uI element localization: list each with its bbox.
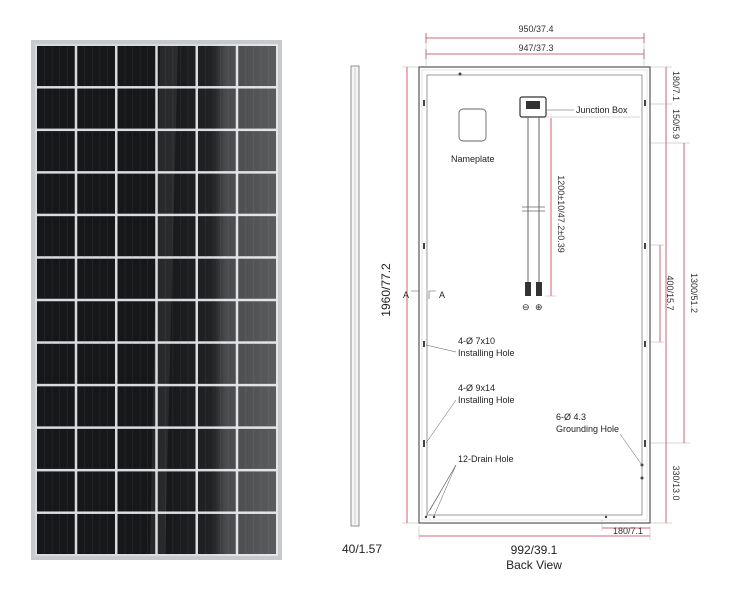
grounding-hole bbox=[640, 476, 644, 480]
drain-hole bbox=[424, 515, 428, 519]
back-frame-outer bbox=[418, 66, 651, 524]
installing-hole bbox=[423, 243, 425, 249]
height-dimension: 1960/77.2 bbox=[379, 263, 393, 317]
solar-cell bbox=[37, 513, 75, 554]
drain-hole bbox=[432, 515, 436, 519]
bottom-dimensions: 180/7.1 992/39.1 Back View bbox=[418, 520, 651, 572]
solar-cell bbox=[117, 513, 156, 554]
solar-cell bbox=[77, 301, 115, 342]
solar-cell bbox=[117, 216, 156, 257]
junction-box-label: Junction Box bbox=[576, 105, 628, 115]
solar-cell bbox=[77, 343, 115, 384]
solar-cell bbox=[117, 428, 156, 469]
outer-width-dimension: 950/37.4 bbox=[518, 24, 553, 34]
section-a-right: A bbox=[439, 290, 445, 300]
inner-width-dimension: 947/37.3 bbox=[518, 43, 553, 53]
installing-hole bbox=[423, 100, 425, 106]
solar-cell bbox=[117, 131, 156, 172]
right-dimensions: 180/7.1 150/5.9 1300/51.2 400/15.7 330/1… bbox=[650, 66, 699, 524]
solar-cell bbox=[117, 258, 156, 299]
back-frame-inner bbox=[426, 74, 643, 516]
solar-cell bbox=[77, 46, 115, 87]
installing-hole bbox=[644, 243, 646, 249]
solar-cell bbox=[77, 216, 115, 257]
bottom-hole-offset-dimension: 180/7.1 bbox=[613, 526, 643, 536]
installing-hole bbox=[423, 440, 425, 447]
solar-cell bbox=[77, 258, 115, 299]
frame-span-dimension: 1300/51.2 bbox=[689, 273, 699, 313]
solar-cell bbox=[37, 386, 75, 427]
back-view: 950/37.4 947/37.3 180/7.1 150/5.9 1300/5… bbox=[402, 24, 699, 572]
callouts: 4-Ø 7x10 Installing Hole 4-Ø 9x14 Instal… bbox=[425, 336, 643, 517]
nameplate: Nameplate bbox=[451, 108, 495, 164]
solar-cell bbox=[117, 173, 156, 214]
view-title: Back View bbox=[506, 558, 562, 572]
top-hole-offset-dimension: 150/5.9 bbox=[671, 109, 681, 139]
solar-cell bbox=[117, 301, 156, 342]
installing-hole bbox=[644, 100, 646, 106]
plus-symbol: ⊕ bbox=[535, 302, 543, 312]
solar-cell bbox=[37, 88, 75, 129]
plus-connector bbox=[536, 282, 542, 296]
left-dimension bbox=[402, 66, 419, 524]
installing-hole-1-label: Installing Hole bbox=[458, 348, 515, 358]
installing-hole bbox=[423, 341, 425, 347]
grounding-hole bbox=[458, 72, 462, 76]
top-margin-dimension: 180/7.1 bbox=[671, 71, 681, 101]
installing-hole bbox=[644, 341, 646, 347]
solar-cell bbox=[37, 216, 75, 257]
solar-cell bbox=[117, 386, 156, 427]
solar-cell bbox=[37, 131, 75, 172]
glass-reflection-edge bbox=[150, 44, 178, 556]
solar-cell bbox=[37, 343, 75, 384]
nameplate-box bbox=[458, 108, 487, 142]
section-markers: A A bbox=[403, 290, 445, 300]
bottom-offset-dimension: 330/13.0 bbox=[671, 465, 681, 500]
solar-cell bbox=[37, 46, 75, 87]
side-view: 1960/77.2 40/1.57 bbox=[342, 65, 393, 556]
solar-cell bbox=[77, 173, 115, 214]
solar-cell bbox=[117, 471, 156, 512]
solar-cell bbox=[37, 173, 75, 214]
installing-hole-2-label: Installing Hole bbox=[458, 395, 515, 405]
solar-cell bbox=[37, 428, 75, 469]
section-a-left: A bbox=[403, 290, 409, 300]
solar-cell bbox=[37, 471, 75, 512]
grounding-hole-size: 6-Ø 4.3 bbox=[556, 412, 586, 422]
solar-cell bbox=[117, 46, 156, 87]
drain-hole bbox=[604, 515, 608, 519]
solar-cell bbox=[77, 88, 115, 129]
solar-cell bbox=[37, 301, 75, 342]
solar-cell bbox=[77, 471, 115, 512]
hole-span-dimension: 400/15.7 bbox=[665, 275, 675, 310]
installing-hole-2-size: 4-Ø 9x14 bbox=[458, 383, 495, 393]
minus-symbol: ⊖ bbox=[522, 302, 530, 312]
front-panel bbox=[31, 40, 282, 560]
solar-cell bbox=[77, 513, 115, 554]
top-dimensions: 950/37.4 947/37.3 bbox=[425, 24, 645, 67]
solar-cell bbox=[37, 258, 75, 299]
junction-box: ⊖ ⊕ Junction Box 1200±10/47.2±0.39 bbox=[519, 96, 640, 312]
minus-connector bbox=[525, 282, 531, 296]
grounding-hole-label: Grounding Hole bbox=[556, 424, 619, 434]
installing-hole-1-size: 4-Ø 7x10 bbox=[458, 336, 495, 346]
installing-hole bbox=[644, 440, 646, 447]
nameplate-label: Nameplate bbox=[451, 154, 495, 164]
thickness-dimension: 40/1.57 bbox=[342, 542, 382, 556]
solar-cell bbox=[77, 386, 115, 427]
solar-cell bbox=[77, 428, 115, 469]
solar-cell bbox=[117, 343, 156, 384]
drain-hole-label: 12-Drain Hole bbox=[458, 454, 514, 464]
solar-cell bbox=[77, 131, 115, 172]
total-width-dimension: 992/39.1 bbox=[511, 543, 558, 557]
holes bbox=[423, 72, 646, 519]
cable-length-dimension: 1200±10/47.2±0.39 bbox=[556, 175, 566, 252]
solar-cell bbox=[117, 88, 156, 129]
glass-reflection bbox=[160, 44, 278, 556]
